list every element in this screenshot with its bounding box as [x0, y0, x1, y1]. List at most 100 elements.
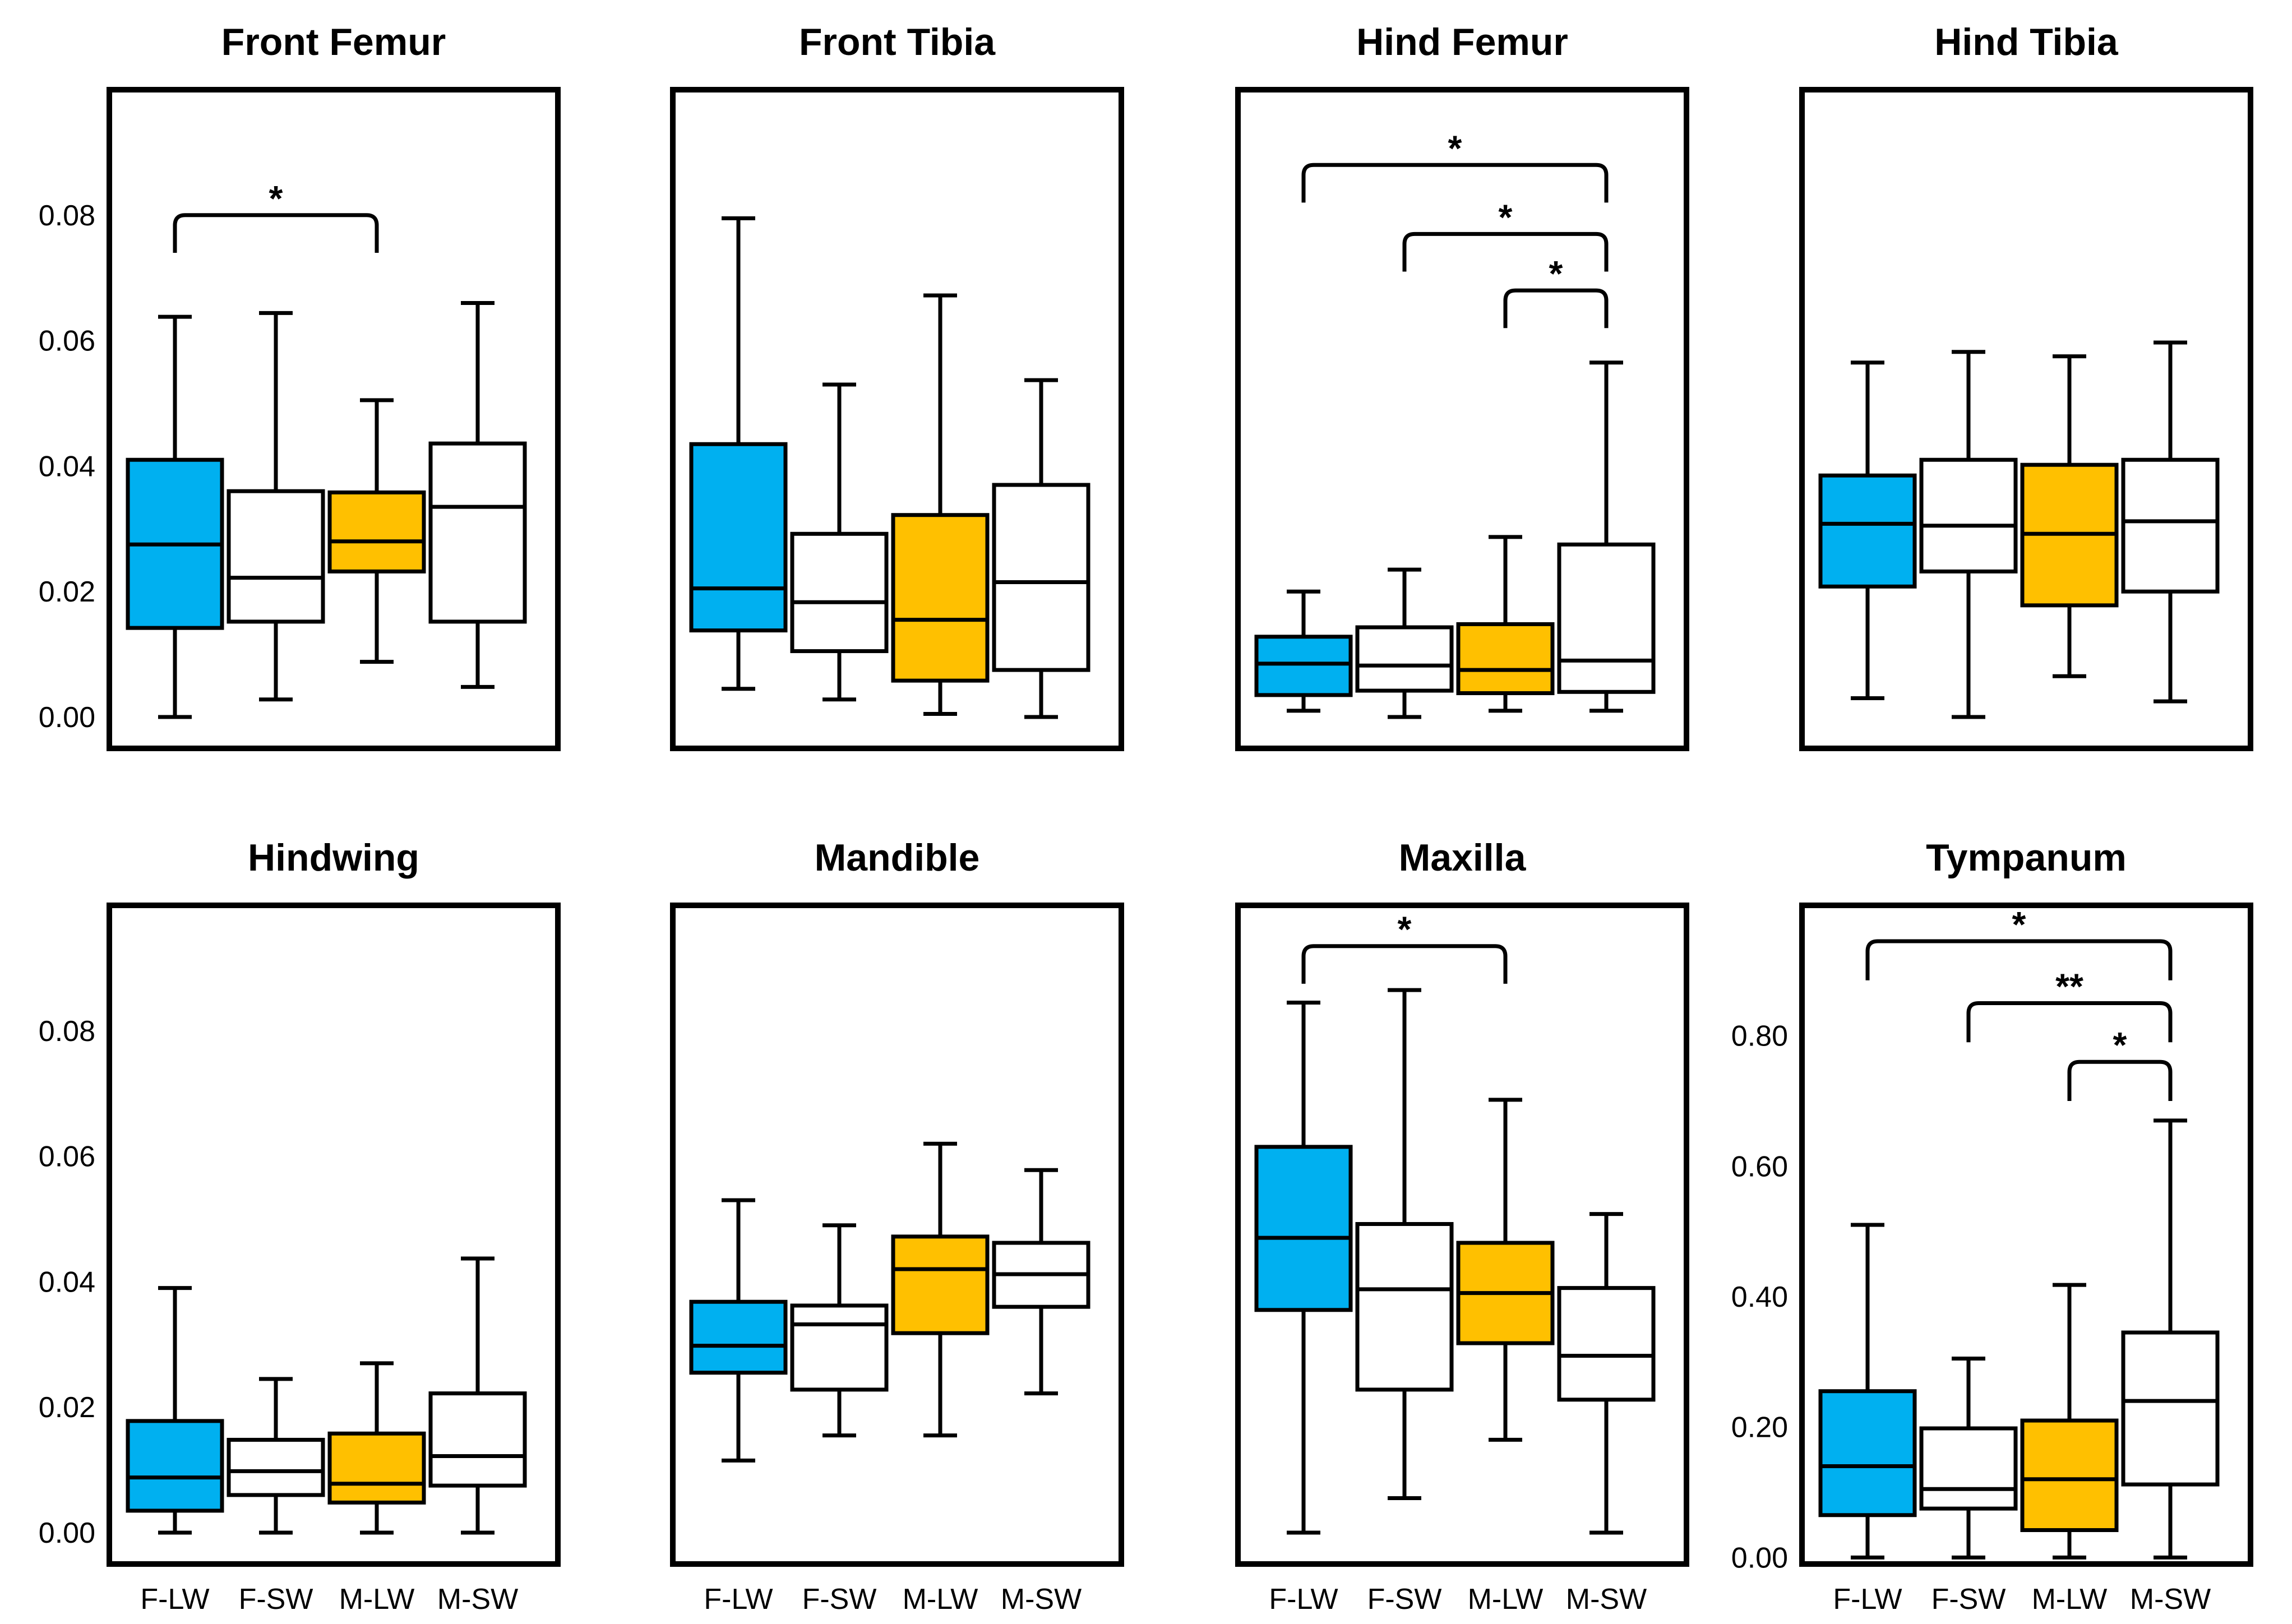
panel-frame — [670, 903, 1124, 1567]
iqr-box — [1254, 1145, 1353, 1312]
iqr-box — [1919, 1426, 2018, 1511]
iqr-box — [1919, 457, 2018, 573]
box-m-lw — [891, 293, 990, 716]
x-tick-label: M-LW — [903, 1583, 978, 1616]
iqr-box — [1254, 635, 1353, 697]
iqr-box — [428, 441, 527, 624]
x-tick-label: F-SW — [1367, 1583, 1442, 1616]
box-m-sw — [428, 300, 527, 689]
box-m-lw — [1456, 1098, 1555, 1442]
iqr-box — [1355, 1222, 1454, 1392]
panel-frame — [1235, 87, 1689, 751]
iqr-box — [2121, 457, 2220, 594]
box-m-lw — [2020, 354, 2119, 678]
iqr-box — [227, 1437, 325, 1497]
chart-title: Maxilla — [1399, 836, 1527, 879]
bracket-line — [173, 213, 379, 253]
iqr-box — [2121, 1330, 2220, 1487]
box-m-sw — [1557, 360, 1656, 713]
bracket-line — [1966, 1001, 2173, 1043]
chart-panel: Hind Tibia — [1799, 21, 2253, 751]
y-tick-label: 0.00 — [39, 701, 95, 734]
significance-bracket: * — [1301, 909, 1508, 984]
y-tick-label: 0.08 — [39, 200, 95, 232]
box-m-sw — [992, 1168, 1090, 1396]
box-f-lw — [689, 1198, 788, 1463]
significance-bracket: * — [1301, 128, 1609, 203]
x-tick-label: F-SW — [1931, 1583, 2006, 1616]
chart-title: Front Femur — [221, 21, 446, 63]
y-tick-label: 0.08 — [39, 1015, 95, 1048]
box-m-lw — [2020, 1283, 2119, 1560]
y-tick-label: 0.02 — [39, 576, 95, 608]
significance-bracket: * — [2067, 1025, 2173, 1102]
iqr-box — [689, 1299, 788, 1375]
significance-label: * — [2113, 1025, 2127, 1065]
box-f-lw — [1818, 1223, 1917, 1560]
y-tick-label: 0.60 — [1731, 1150, 1788, 1183]
x-tick-label: F-LW — [1833, 1583, 1902, 1616]
panel-frame — [1235, 903, 1689, 1567]
chart-panel: Front Tibia — [670, 21, 1124, 751]
box-f-lw — [1818, 360, 1917, 700]
box-f-lw — [126, 314, 224, 719]
significance-label: * — [1499, 197, 1513, 237]
x-tick-label: F-SW — [802, 1583, 877, 1616]
box-f-lw — [689, 216, 788, 691]
box-f-sw — [227, 311, 325, 702]
y-tick-label: 0.06 — [39, 1141, 95, 1173]
significance-label: * — [1549, 253, 1563, 294]
box-f-sw — [227, 1377, 325, 1535]
y-tick-label: 0.04 — [39, 450, 95, 483]
iqr-box — [790, 1303, 889, 1392]
x-tick-label: M-SW — [1001, 1583, 1082, 1616]
significance-bracket: ** — [1966, 966, 2173, 1043]
y-tick-label: 0.02 — [39, 1391, 95, 1424]
iqr-box — [1355, 625, 1454, 693]
iqr-box — [126, 1419, 224, 1513]
x-tick-label: F-LW — [140, 1583, 209, 1616]
box-f-sw — [790, 1223, 889, 1438]
box-f-lw — [1254, 1000, 1353, 1535]
x-tick-label: F-LW — [1269, 1583, 1338, 1616]
iqr-box — [790, 531, 889, 654]
significance-bracket: * — [1402, 197, 1609, 272]
x-tick-label: M-SW — [1566, 1583, 1647, 1616]
chart-title: Tympanum — [1926, 836, 2127, 879]
box-f-sw — [1919, 1357, 2018, 1560]
box-f-sw — [1919, 350, 2018, 719]
bracket-line — [1865, 939, 2173, 980]
iqr-box — [1456, 622, 1555, 696]
significance-bracket: * — [1865, 904, 2173, 980]
iqr-box — [992, 483, 1090, 672]
box-f-lw — [1254, 589, 1353, 713]
chart-title: Hindwing — [248, 836, 419, 879]
chart-panel: Hind Femur*** — [1235, 21, 1689, 751]
bracket-line — [1301, 944, 1508, 984]
bracket-line — [1402, 232, 1609, 272]
iqr-box — [327, 490, 426, 573]
y-tick-label: 0.20 — [1731, 1412, 1788, 1444]
iqr-box — [327, 1431, 426, 1505]
iqr-box — [891, 513, 990, 683]
x-tick-label: F-LW — [704, 1583, 773, 1616]
x-tick-label: M-LW — [2032, 1583, 2108, 1616]
significance-label: ** — [2055, 966, 2083, 1007]
box-m-lw — [327, 1361, 426, 1535]
x-tick-label: M-LW — [339, 1583, 415, 1616]
y-tick-label: 0.00 — [39, 1517, 95, 1549]
box-m-sw — [992, 378, 1090, 719]
x-tick-label: M-LW — [1468, 1583, 1544, 1616]
panel-frame — [107, 903, 561, 1567]
panel-frame — [1799, 903, 2253, 1567]
panel-frame — [1799, 87, 2253, 751]
iqr-box — [1557, 1286, 1656, 1402]
iqr-box — [428, 1391, 527, 1488]
significance-label: * — [1398, 909, 1412, 950]
bracket-line — [1503, 288, 1609, 328]
x-tick-label: M-SW — [2130, 1583, 2211, 1616]
iqr-box — [891, 1234, 990, 1335]
